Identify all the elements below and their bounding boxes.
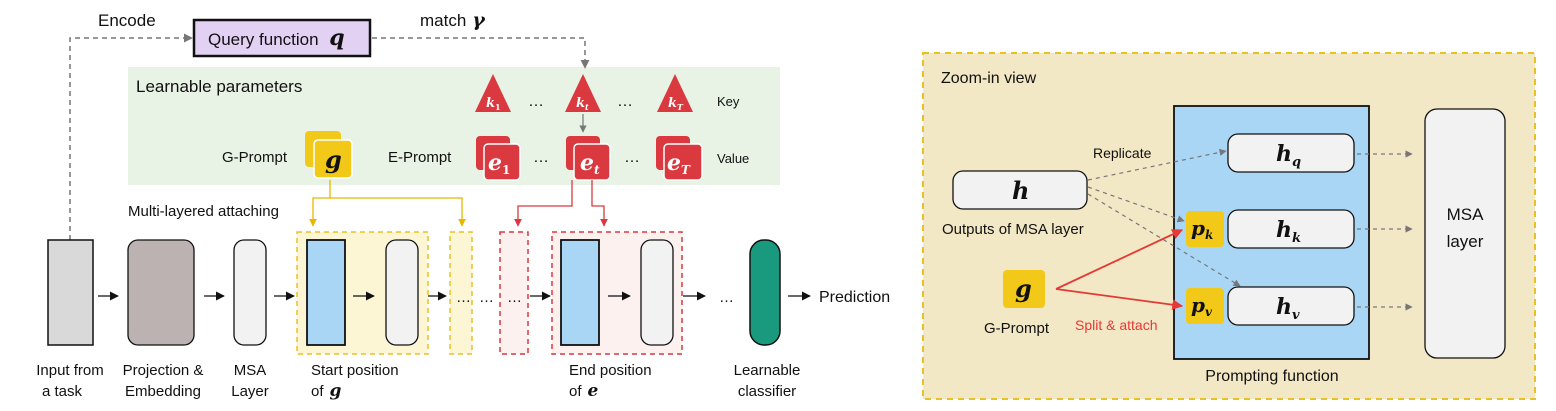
key-label: Key [717,94,740,109]
start-blue-block [306,239,346,346]
g-prompt-right-symbol: g [1015,274,1032,303]
split-attach-label: Split & attach [1075,317,1158,333]
msa-block [233,239,267,346]
e-attach-line-1 [514,180,573,227]
end-blue-block [560,239,600,346]
outputs-label: Outputs of MSA layer [942,221,1084,238]
match-arrow [372,37,590,69]
query-function-label: Query function q [208,25,345,51]
hk-box [1227,209,1355,249]
svg-text:eT: eT [667,150,691,177]
key-ellipsis-2: … [617,93,633,110]
svg-text:kt: kt [576,96,589,112]
g-attach-dashed [449,231,473,355]
pv-symbol: pv [1191,293,1213,319]
value-et: et [566,136,611,181]
svg-text:k1: k1 [486,96,501,112]
key-t: kt [565,74,601,112]
prediction-label: Prediction [819,289,890,306]
pv-box [1186,288,1224,324]
pipe-ellipsis-4: … [719,289,734,306]
input-block [47,239,94,346]
g-prompt-label: G-Prompt [222,149,288,166]
h-symbol: h [1012,176,1029,205]
value-label: Value [717,151,749,166]
g-attach-line-1 [309,180,331,227]
prompting-function-label: Prompting function [1205,368,1338,385]
key-1: k1 [475,74,511,112]
caption-projection: Projection &Embedding [123,362,204,400]
start-msa-block [385,239,419,346]
svg-text:e1: e1 [488,150,510,177]
e-prompt-label: E-Prompt [388,149,452,166]
split-arrow-v [1055,288,1184,311]
replicate-arrow-v [1087,193,1241,287]
projection-block [127,239,195,346]
svg-text:g: g [325,145,342,174]
encode-label: Encode [98,11,156,30]
pipe-ellipsis-3: … [507,289,522,306]
g-attach-line-2 [330,197,466,227]
split-arrow-k [1055,229,1183,290]
hv-symbol: hv [1276,294,1300,323]
replicate-arrow-k [1087,186,1185,223]
svg-text:et: et [580,150,600,177]
msa-layer-box [1424,108,1506,359]
encode-arrow [69,33,193,240]
value-e1: e1 [476,136,521,181]
svg-text:kT: kT [668,96,684,112]
g-prompt-right-label: G-Prompt [984,320,1050,337]
end-msa-block [640,239,674,346]
value-eT: eT [656,136,703,181]
g-prompt-right-box [1003,270,1045,308]
replicate-label: Replicate [1093,145,1152,161]
value-ellipsis-2: … [624,149,640,166]
g-prompt-stack: g [305,131,353,179]
h-output-box [952,170,1088,210]
zoom-title: Zoom-in view [941,70,1037,87]
pk-symbol: pk [1191,216,1213,242]
query-function-box[interactable] [192,18,372,58]
e-attach-dashed [499,231,529,355]
hk-symbol: hk [1276,217,1301,246]
value-ellipsis-1: … [533,149,549,166]
learnable-params-title: Learnable parameters [136,77,302,96]
pk-box [1186,211,1224,247]
pipe-ellipsis-1: … [456,289,471,306]
hv-box [1227,286,1355,326]
key-T: kT [657,74,693,112]
classifier-block [749,239,781,346]
e-attach-line-2 [591,180,608,227]
hq-symbol: hq [1276,141,1301,170]
pipe-ellipsis-2: … [479,289,494,306]
multi-layer-label: Multi-layered attaching [128,203,279,220]
key-ellipsis-1: … [528,93,544,110]
hq-box [1227,133,1355,173]
